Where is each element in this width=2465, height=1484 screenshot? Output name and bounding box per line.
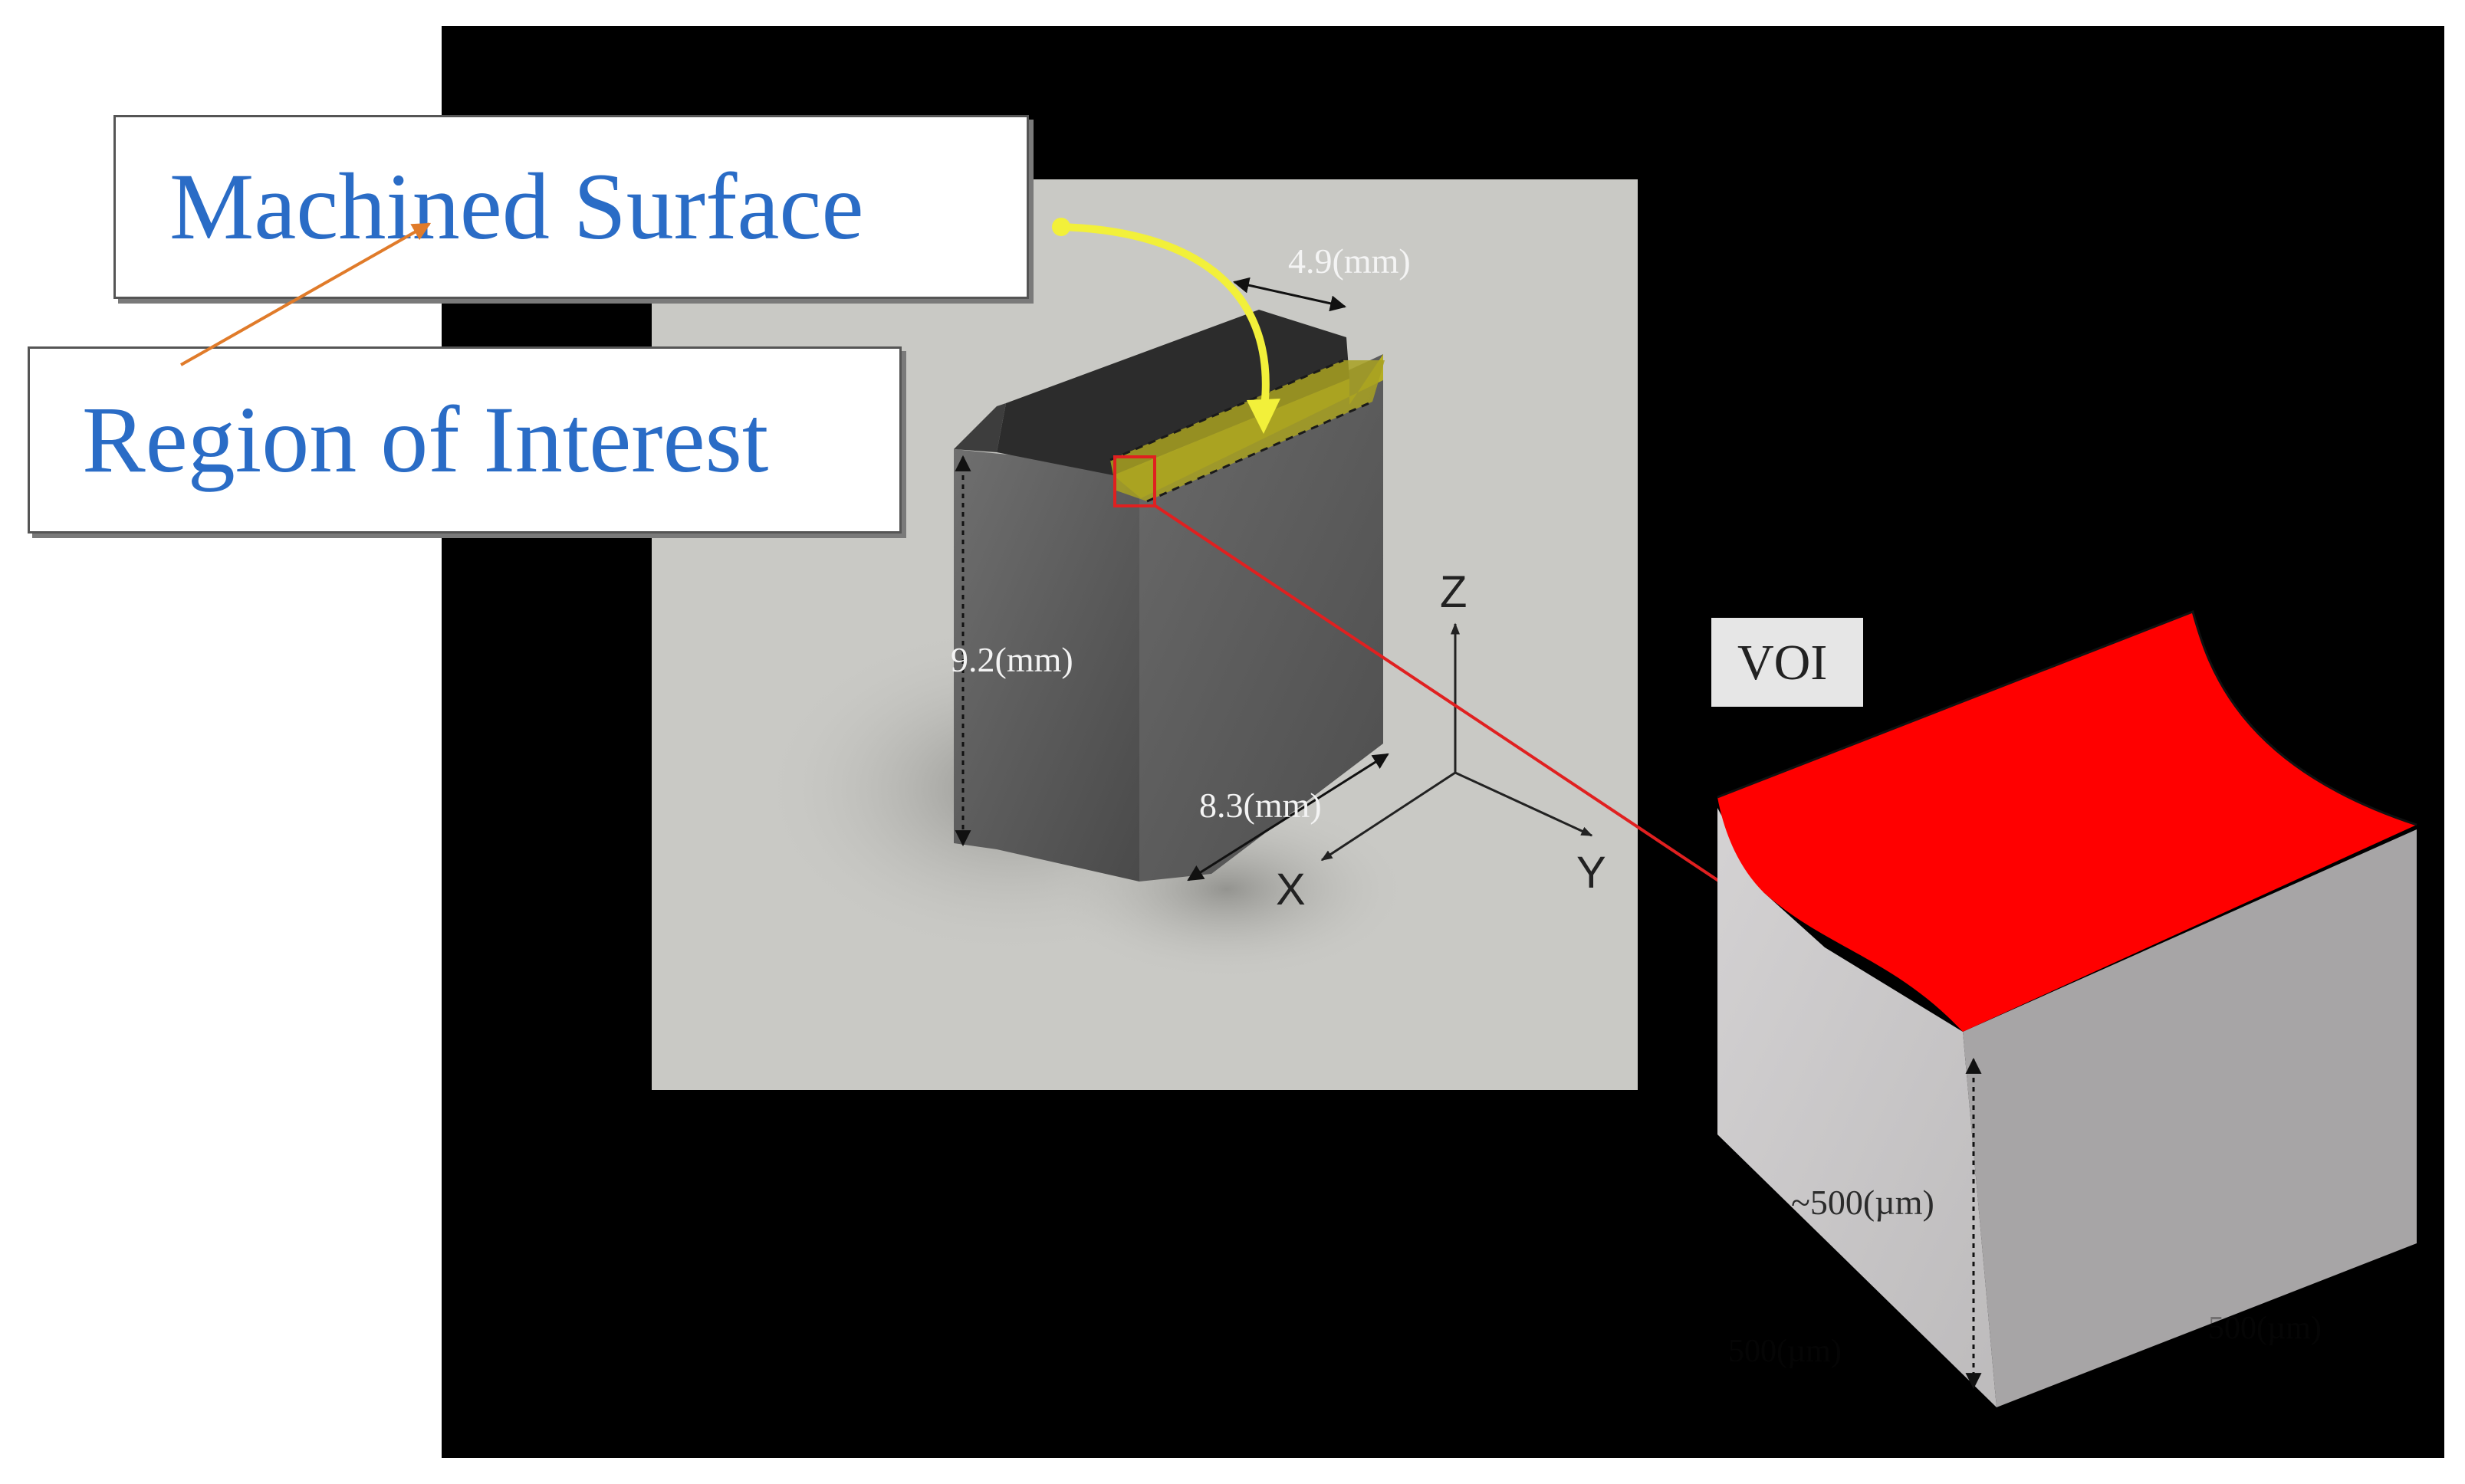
machined-surface-band [1110,360,1385,501]
machined-surface-callout-text: Machined Surface [169,154,864,259]
x-axis-label: X [1276,865,1306,914]
coordinate-axes: Z X Y [1276,567,1606,914]
width-label: 4.9(mm) [1288,241,1411,281]
x-axis-line [1320,771,1456,862]
voi-block: ~500(µm) 500(µm) 500(µm) [1717,609,2417,1407]
voi-left-faint-label: 500(µm) [1728,1334,1842,1369]
region-of-interest-callout: Region of Interest [28,346,902,534]
roi-to-voi-line [1152,503,1820,949]
voi-top-machined-surface [1717,612,2417,1032]
voi-right-faint-label: 500(µm) [2208,1311,2322,1346]
height-label: 9.2(mm) [951,640,1073,679]
curved-arrow-icon [1054,223,1270,418]
region-of-interest-callout-text: Region of Interest [82,387,769,492]
block-side-face [1139,354,1383,882]
machined-surface-dash-top [1109,359,1344,461]
roi-marker [1113,455,1156,507]
voi-label-background [1711,618,1863,707]
voi-left-face [1717,808,1997,1407]
curved-arrow-head-icon [1247,399,1280,434]
voi-height-label: ~500(µm) [1791,1183,1934,1222]
y-axis-line [1454,771,1593,837]
block-chamfer [954,403,1006,452]
machined-surface-callout: Machined Surface [113,115,1029,299]
voi-top-edge [1717,609,2417,826]
voi-right-face [1963,829,2417,1407]
block-front-face [954,449,1139,882]
depth-label: 8.3(mm) [1199,786,1322,825]
voi-label-box: VOI [1711,618,1863,707]
depth-dimension-line [1187,753,1389,882]
width-dimension-line [1232,277,1347,312]
specimen-photo: 4.9(mm) 9.2(mm) 8.3(mm) Z X Y [652,179,1638,1090]
voi-label: VOI [1737,635,1827,691]
y-axis-label: Y [1576,848,1606,898]
z-axis-label: Z [1440,567,1467,617]
curved-arrow-tail-icon [1052,218,1070,236]
